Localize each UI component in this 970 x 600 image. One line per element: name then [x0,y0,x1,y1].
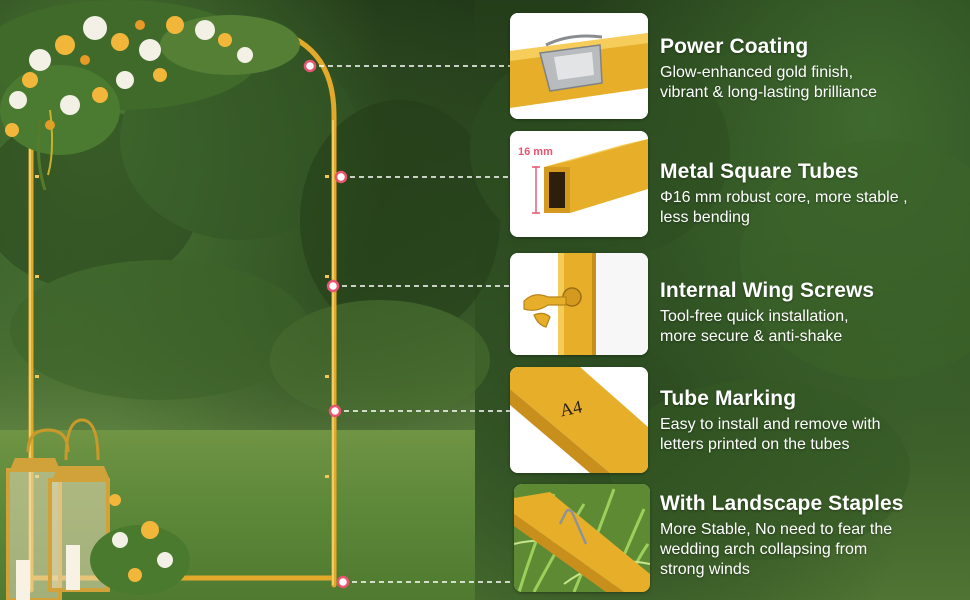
feature-title: With Landscape Staples [660,492,904,515]
tube-marking-image: A4 [510,367,648,473]
square-tube-image: 16 mm [510,131,648,237]
feature-line: wedding arch collapsing from [660,541,868,558]
feature-line: less bending [660,209,750,226]
landscape-staple-image [514,484,650,592]
feature-line: vibrant & long-lasting brilliance [660,84,877,101]
feature-line: letters printed on the tubes [660,436,850,453]
square-tube-icon: 16 mm [510,131,648,237]
ground-flowers [90,494,190,595]
marked-tube-icon: A4 [510,367,648,473]
feature-line: Φ16 mm robust core, more stable , [660,189,908,206]
feature-tube-marking: Tube Marking Easy to install and remove … [660,387,960,455]
feature-description: Easy to install and remove with letters … [660,415,960,455]
feature-description: Glow-enhanced gold finish, vibrant & lon… [660,63,960,103]
feature-landscape-staples: With Landscape Staples More Stable, No n… [660,492,960,580]
feature-line: Easy to install and remove with [660,416,881,433]
callout-lines [310,65,515,583]
wing-screw-icon [510,253,648,355]
feature-title: Internal Wing Screws [660,279,875,302]
feature-metal-square-tubes: Metal Square Tubes Φ16 mm robust core, m… [660,160,960,228]
feature-line: strong winds [660,561,750,578]
feature-description: More Stable, No need to fear the wedding… [660,520,960,580]
feature-line: More Stable, No need to fear the [660,521,893,538]
power-coating-image [510,13,648,119]
gold-clip-icon [510,13,648,119]
feature-description: Tool-free quick installation, more secur… [660,307,960,347]
flower-arrangement [0,0,300,191]
feature-internal-wing-screws: Internal Wing Screws Tool-free quick ins… [660,279,960,347]
feature-description: Φ16 mm robust core, more stable , less b… [660,188,960,228]
feature-title: Metal Square Tubes [660,160,859,183]
feature-line: Glow-enhanced gold finish, [660,64,854,81]
feature-title: Power Coating [660,35,809,58]
tube-dimension-label: 16 mm [518,146,553,158]
callout-dots [303,59,350,589]
feature-line: more secure & anti-shake [660,328,843,345]
wing-screw-image [510,253,648,355]
feature-line: Tool-free quick installation, [660,308,849,325]
feature-title: Tube Marking [660,387,797,410]
landscape-staple-icon [514,484,650,592]
feature-power-coating: Power Coating Glow-enhanced gold finish,… [660,35,960,103]
tube-mark-text: A4 [558,396,584,420]
